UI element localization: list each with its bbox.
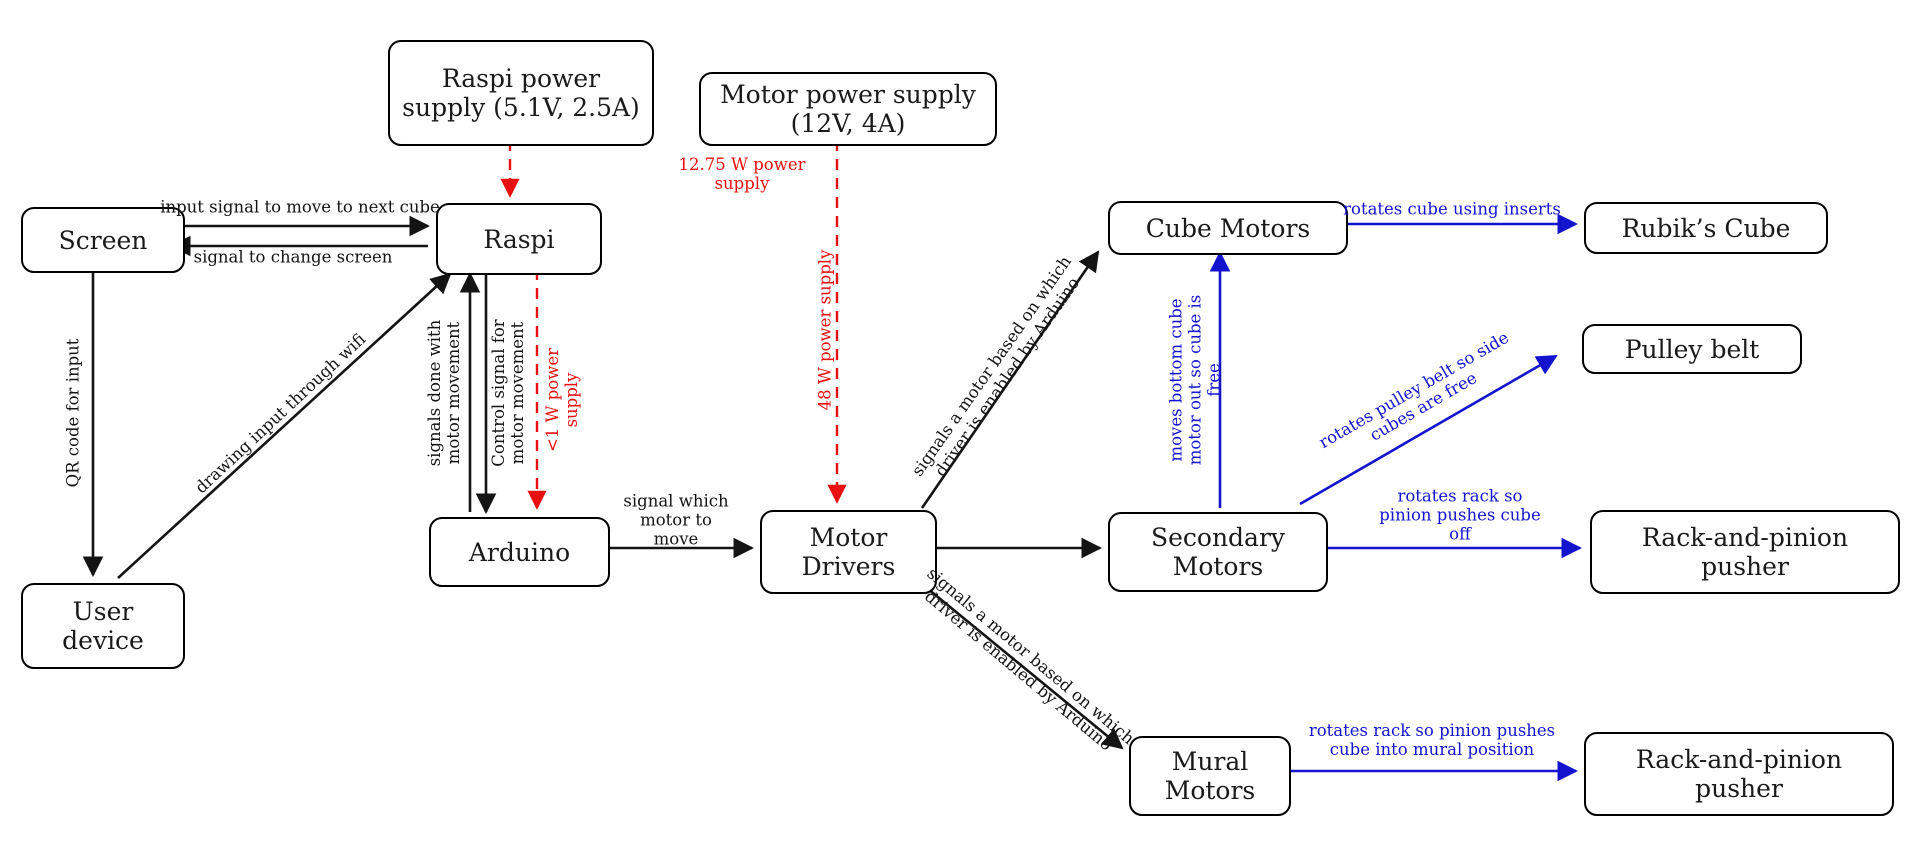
edge-user-device-to-raspi-line <box>117 272 452 579</box>
node-raspi: Raspi <box>436 203 602 275</box>
node-screen: Screen <box>21 207 185 273</box>
edge-label-input-signal: input signal to move to next cube <box>160 197 440 217</box>
edge-label-qr-code: QR code for input <box>63 338 83 488</box>
node-rack-and-pinion-pusher-top: Rack-and-pinion pusher <box>1590 510 1900 594</box>
edge-label-arduino-power: <1 W power supply <box>543 347 581 453</box>
edge-label-rack-mural: rotates rack so pinion pushes cube into … <box>1308 721 1556 759</box>
node-arduino: Arduino <box>429 517 610 587</box>
node-rack-and-pinion-pusher-bottom: Rack-and-pinion pusher <box>1584 732 1894 816</box>
edge-label-moves-bottom: moves bottom cube motor out so cube is f… <box>1166 294 1224 466</box>
edge-drivers-to-mural-motors-line <box>921 582 1124 750</box>
edge-label-rotates-inserts: rotates cube using inserts <box>1343 199 1561 219</box>
node-pulley-belt: Pulley belt <box>1582 324 1802 374</box>
node-user-device: User device <box>21 583 185 669</box>
edge-secondary-to-pulley-line <box>1299 354 1558 506</box>
node-raspi-power-supply: Raspi power supply (5.1V, 2.5A) <box>388 40 654 146</box>
node-cube-motors: Cube Motors <box>1108 201 1348 255</box>
edge-label-control-signal: Control signal for motor movement <box>489 319 527 467</box>
node-motor-drivers: Motor Drivers <box>760 510 937 594</box>
edge-label-signals-done: signals done with motor movement <box>425 319 463 467</box>
edge-label-which-motor: signal which motor to move <box>623 491 729 549</box>
node-motor-power-supply: Motor power supply (12V, 4A) <box>699 72 997 146</box>
edge-label-raspi-power: 12.75 W power supply <box>678 155 806 193</box>
node-secondary-motors: Secondary Motors <box>1108 512 1328 592</box>
edge-label-motor-power: 48 W power supply <box>815 249 835 411</box>
edge-label-change-screen: signal to change screen <box>193 247 393 267</box>
node-mural-motors: Mural Motors <box>1129 736 1291 816</box>
edge-drivers-to-cube-motors-line <box>920 250 1100 509</box>
edge-label-rack-off: rotates rack so pinion pushes cube off <box>1379 486 1541 544</box>
node-rubiks-cube: Rubik’s Cube <box>1584 202 1828 254</box>
